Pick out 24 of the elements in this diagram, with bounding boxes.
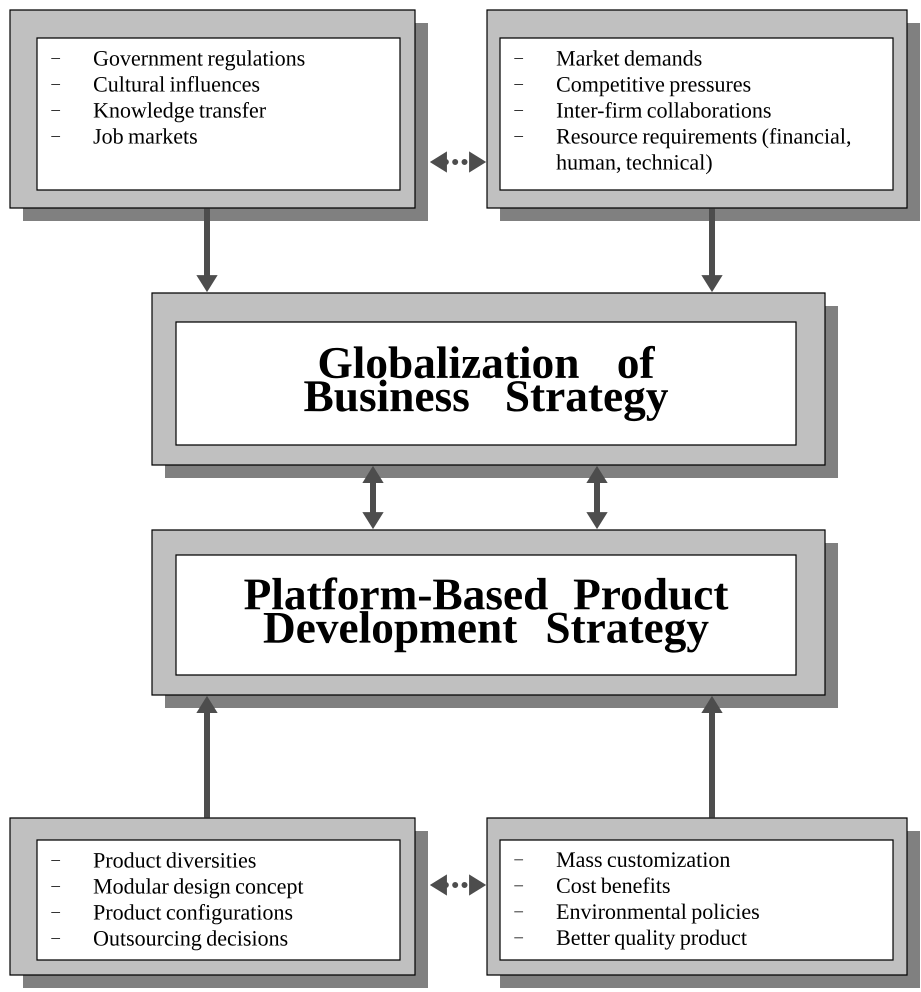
list-item: Outsourcing decisions	[50, 930, 288, 950]
list-item: Inter-firm collaborations	[514, 102, 771, 118]
heading: Platform-Based Product Development Strategy	[244, 577, 728, 653]
factor-box	[151, 529, 838, 708]
list-item: Product configurations	[50, 904, 292, 924]
list-item: Job markets	[50, 128, 197, 144]
list-item: Government regulations	[50, 50, 304, 70]
list-item: Cultural influences	[50, 76, 260, 92]
factor-box	[9, 9, 428, 221]
factor-box	[151, 292, 838, 478]
list-item: Cost benefits	[514, 877, 670, 894]
factor-box	[9, 817, 428, 988]
list-item: Market demands	[514, 50, 702, 66]
list-item: Knowledge transfer	[50, 102, 266, 122]
list-item: Environmental policies	[514, 904, 759, 924]
list-item: Resource requirements (financial, human, technical)	[514, 128, 850, 174]
list-item: Competitive pressures	[514, 76, 750, 96]
list-item: Better quality product	[514, 930, 747, 950]
factor-box	[486, 817, 920, 988]
list-item: Mass customization	[514, 852, 730, 868]
factor-box	[486, 9, 920, 221]
list-item: Product diversities	[50, 852, 256, 868]
list-item: Modular design concept	[50, 878, 304, 898]
heading: Globalization of Business Strategy	[304, 346, 668, 422]
